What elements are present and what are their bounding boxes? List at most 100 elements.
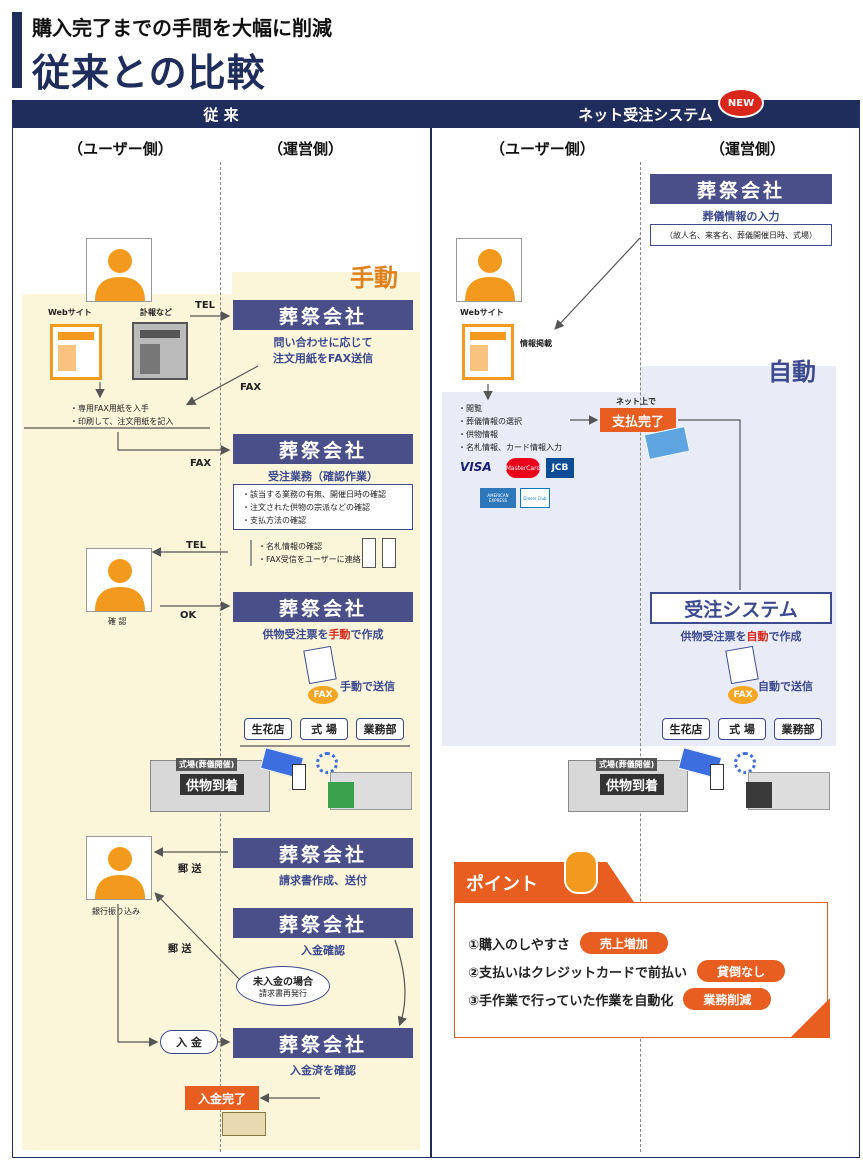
- point-title: ポイント: [466, 874, 538, 895]
- dest-ops: 業務部: [356, 718, 404, 740]
- newspaper-icon: [132, 322, 188, 380]
- mail-label-2: 郵 送: [168, 944, 192, 955]
- website-label-right: Webサイト: [460, 308, 504, 317]
- company-box-4: 葬祭会社: [233, 838, 413, 868]
- mail-label-1: 郵 送: [178, 864, 202, 875]
- person-icon: [95, 559, 145, 611]
- right-column-header: ネット受注システム: [431, 100, 860, 128]
- company-box-3: 葬祭会社: [233, 592, 413, 622]
- truck-cab-left: [328, 782, 354, 808]
- order-system-box: 受注システム: [650, 592, 832, 624]
- step6-text: 入金済を確認: [290, 1064, 356, 1077]
- arrival-label-left: 供物到着: [180, 774, 245, 795]
- user-steps-right: ・閲覧・葬儀情報の選択 ・供物情報・名札情報、カード情報入力: [458, 404, 562, 452]
- manual-label: 手動: [350, 264, 398, 292]
- dest-venue: 式 場: [300, 718, 348, 740]
- website-icon: [50, 324, 102, 380]
- website-label: Webサイト: [48, 308, 92, 317]
- confirm-label: 確 認: [108, 617, 127, 626]
- info-input-text: 葬儀情報の入力: [702, 210, 780, 223]
- fax-oval-right: FAX: [728, 686, 758, 704]
- step3-text: 供物受注票を手動で作成: [262, 628, 384, 641]
- wreath-icon-left: [316, 752, 338, 774]
- page-title: 従来との比較: [32, 51, 266, 95]
- left-dashed-divider: [220, 162, 221, 1152]
- manual-area-tab: [232, 272, 420, 302]
- left-user-col-title: （ユーザー側）: [68, 140, 173, 158]
- document-icon-right: [725, 645, 759, 685]
- company-box-2: 葬祭会社: [233, 434, 413, 464]
- right-user-col-title: （ユーザー側）: [490, 140, 595, 158]
- right-op-col-title: （運営側）: [710, 140, 786, 158]
- name-tag-icon-right: [710, 764, 724, 790]
- fax-label-2: FAX: [190, 458, 212, 469]
- point-item-1: ①購入のしやすさ売上増加: [468, 932, 668, 954]
- page-subtitle: 購入完了までの手間を大幅に削減: [32, 16, 332, 40]
- company-box-6: 葬祭会社: [233, 1028, 413, 1058]
- name-card-icon-2: [382, 538, 396, 568]
- posted-label: 情報掲載: [520, 339, 552, 348]
- fax-label-1: FAX: [240, 382, 262, 393]
- pointing-hand-icon: [564, 850, 598, 894]
- paid-tag: 支払完了: [600, 408, 676, 432]
- step2-title: 受注業務（確認作業）: [268, 470, 378, 483]
- payment-oval: 入 金: [160, 1030, 218, 1054]
- jcb-logo: JCB: [546, 458, 574, 478]
- user-avatar-confirm: [86, 548, 152, 612]
- person-icon: [95, 847, 145, 899]
- user-avatar-bank: [86, 836, 152, 900]
- venue-label-right: 式場(葬儀開催): [596, 758, 658, 771]
- wreath-icon-right: [734, 752, 756, 774]
- manual-send-label: 手動で送信: [340, 680, 395, 693]
- name-tag-icon-left: [292, 764, 306, 790]
- step5-text: 入金確認: [301, 944, 345, 957]
- title-accent-bar: [12, 12, 22, 88]
- user-avatar-right: [456, 238, 522, 302]
- bank-transfer-label: 銀行振り込み: [92, 907, 140, 916]
- document-icon: [303, 645, 337, 685]
- mastercard-logo: MasterCard: [506, 458, 540, 478]
- venue-label-left: 式場(葬儀開催): [176, 758, 238, 771]
- unpaid-oval: 未入金の場合 請求書再発行: [236, 966, 330, 1006]
- online-label: ネット上で: [616, 397, 656, 406]
- step1-text: 問い合わせに応じて 注文用紙をFAX送信: [272, 336, 374, 365]
- left-op-col-title: （運営側）: [268, 140, 344, 158]
- auto-area-tab: [640, 366, 836, 396]
- arrival-label-right: 供物到着: [600, 774, 665, 795]
- step2-checklist: ・該当する業務の有無、開催日時の確認 ・注文された供物の宗派などの確認 ・支払方…: [233, 484, 413, 530]
- point-header: [454, 862, 634, 902]
- auto-area: [442, 392, 836, 746]
- info-detail-box: （故人名、来客名、葬儀開催日時、式場）: [650, 224, 832, 246]
- truck-cab-right: [746, 782, 772, 808]
- tel-label-1: TEL: [195, 300, 216, 311]
- person-icon: [465, 249, 515, 301]
- tel-label-2: TEL: [186, 540, 207, 551]
- left-column-header: 従 来: [12, 100, 430, 128]
- user-avatar: [86, 238, 152, 302]
- point-item-3: ③手作業で行っていた作業を自動化業務削減: [468, 988, 772, 1010]
- column-divider: [430, 100, 432, 1158]
- dest-florist: 生花店: [244, 718, 292, 740]
- website-icon-right: [462, 324, 514, 380]
- new-badge: NEW: [718, 88, 764, 118]
- company-box-right: 葬祭会社: [650, 174, 832, 204]
- step4-text: 請求書作成、送付: [279, 874, 367, 887]
- obituary-label: 訃報など: [140, 308, 172, 317]
- name-card-icon-1: [362, 538, 376, 568]
- money-icon: [222, 1112, 266, 1136]
- auto-label: 自動: [768, 358, 816, 386]
- person-icon: [95, 249, 145, 301]
- step2b-list: ・名札情報の確認・FAX受信をユーザーに連絡: [250, 540, 361, 566]
- user-steps-left: ・専用FAX用紙を入手・印刷して、注文用紙を記入: [70, 404, 174, 426]
- dest-venue-right: 式 場: [718, 718, 766, 740]
- dest-florist-right: 生花店: [662, 718, 710, 740]
- diners-logo: Diners Club: [520, 488, 550, 508]
- fax-oval-left: FAX: [308, 686, 338, 704]
- company-box-5: 葬祭会社: [233, 908, 413, 938]
- ok-label: OK: [180, 610, 197, 621]
- auto-send-label: 自動で送信: [758, 680, 813, 693]
- payment-complete-tag: 入金完了: [185, 1086, 259, 1110]
- company-box-1: 葬祭会社: [233, 300, 413, 330]
- point-item-2: ②支払いはクレジットカードで前払い貸倒なし: [468, 960, 786, 982]
- visa-logo: VISA: [460, 460, 492, 474]
